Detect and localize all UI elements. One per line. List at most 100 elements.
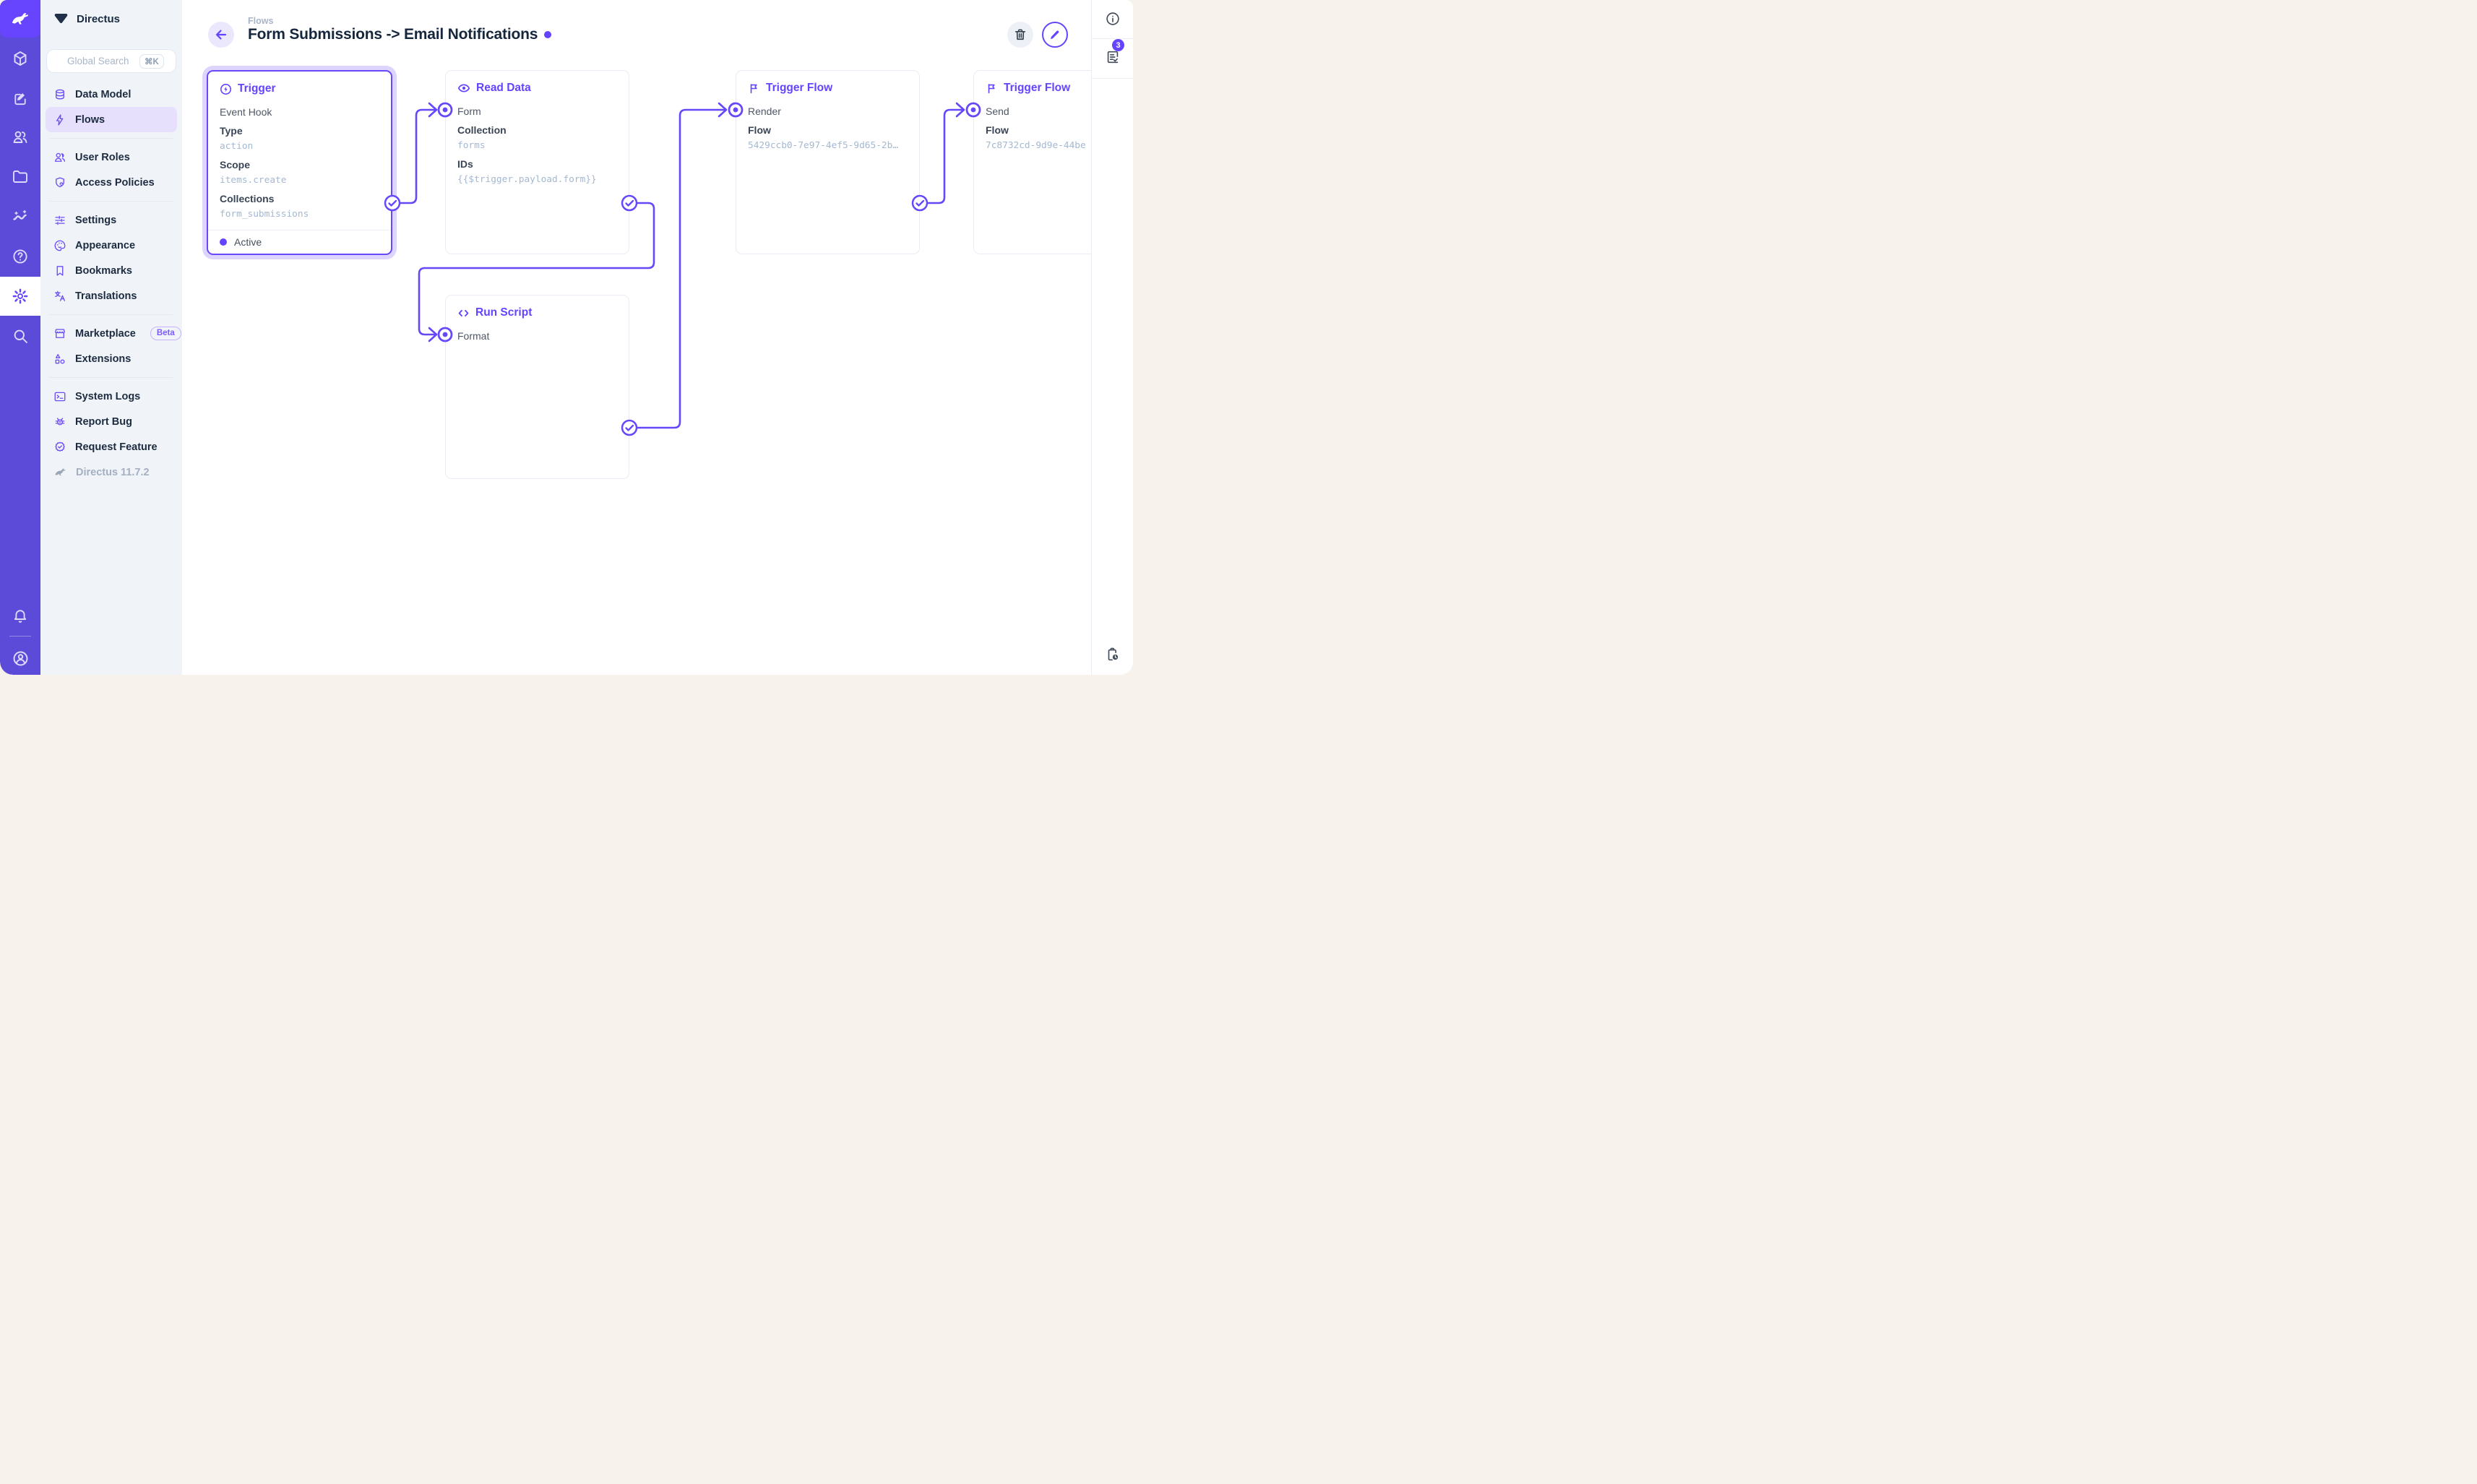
trash-icon	[1015, 29, 1026, 40]
sidebar-item-request-feature[interactable]: Request Feature	[46, 434, 177, 460]
settings-sidebar: Directus ⌘K Data Model Flows	[40, 0, 182, 675]
sidebar-item-report-bug[interactable]: Report Bug	[46, 409, 177, 434]
sidebar-item-extensions[interactable]: Extensions	[46, 346, 177, 371]
account-circle-icon	[13, 651, 27, 665]
flag-icon	[988, 83, 995, 93]
eye-icon	[457, 84, 470, 92]
notifications-button[interactable]	[0, 597, 40, 636]
logs-sidebar-button[interactable]: 3	[1098, 39, 1127, 72]
flag-icon	[750, 83, 757, 93]
logs-count-badge: 3	[1112, 39, 1124, 51]
sidebar-item-user-roles[interactable]: User Roles	[46, 144, 177, 170]
back-button[interactable]	[208, 22, 234, 48]
node-row: items.create	[220, 175, 287, 186]
breadcrumb[interactable]: Flows	[248, 16, 274, 26]
node-row: IDs	[457, 158, 473, 170]
module-editor[interactable]	[0, 79, 40, 118]
module-files[interactable]	[0, 158, 40, 197]
info-sidebar-button[interactable]	[1098, 4, 1127, 33]
module-users[interactable]	[0, 118, 40, 157]
folder-icon	[13, 171, 27, 183]
sidebar-item-translations[interactable]: Translations	[46, 283, 177, 309]
gear-icon	[12, 288, 28, 304]
flow-node-trigger-flow-render[interactable]: Trigger Flow Render Flow 5429ccb0-7e97-4…	[736, 70, 920, 254]
flow-node-trigger[interactable]: Trigger Event Hook Type action Scope ite…	[207, 70, 392, 255]
module-settings[interactable]	[0, 277, 40, 316]
people-icon	[13, 131, 27, 143]
node-title: Trigger Flow	[974, 71, 1091, 95]
node-row: Flow	[986, 124, 1009, 136]
node-row: {{$trigger.payload.form}}	[457, 174, 597, 185]
unsaved-dot	[544, 31, 552, 38]
project-header[interactable]: Directus	[40, 0, 182, 38]
flow-node-trigger-flow-send[interactable]: Trigger Flow Send Flow 7c8732cd-9d9e-44b…	[973, 70, 1091, 254]
flow-node-read-data[interactable]: Read Data Form Collection forms IDs {{$t…	[445, 70, 629, 254]
node-row: Collection	[457, 124, 507, 136]
module-bar	[0, 0, 40, 675]
page-title: Form Submissions -> Email Notifications	[248, 26, 538, 43]
module-search[interactable]	[0, 316, 40, 355]
node-title: Run Script	[446, 295, 629, 320]
sidebar-item-flows[interactable]: Flows	[46, 107, 177, 132]
box-icon	[14, 51, 27, 66]
node-title: Read Data	[446, 71, 629, 95]
clipboard-clock-icon	[1108, 647, 1119, 661]
help-icon	[13, 249, 27, 264]
search-icon	[14, 329, 27, 343]
info-icon	[1106, 12, 1119, 25]
module-docs[interactable]	[0, 237, 40, 276]
pending-revisions-button[interactable]	[1098, 640, 1127, 669]
sidebar-item-appearance[interactable]: Appearance	[46, 233, 177, 258]
sliders-icon	[55, 215, 65, 225]
dock-divider	[1092, 78, 1133, 79]
shield-user-icon	[56, 176, 64, 187]
search-input[interactable]	[67, 56, 134, 66]
directus-rabbit-gray-icon	[55, 468, 66, 476]
arrow-left-icon	[215, 30, 227, 40]
module-content[interactable]	[0, 39, 40, 78]
database-icon	[56, 89, 64, 99]
directus-diamond-icon	[54, 13, 68, 23]
dock-divider	[1092, 38, 1133, 39]
flow-canvas[interactable]: Flows Form Submissions -> Email Notifica…	[182, 0, 1091, 675]
node-title: Trigger	[208, 72, 391, 96]
node-row: 5429ccb0-7e97-4ef5-9d65-2b…	[748, 140, 899, 151]
module-insights[interactable]	[0, 197, 40, 236]
account-button[interactable]	[0, 639, 40, 675]
bell-icon	[14, 610, 27, 623]
node-row: 7c8732cd-9d9e-44be	[986, 140, 1086, 151]
node-row: Scope	[220, 159, 251, 171]
sidebar-item-settings[interactable]: Settings	[46, 207, 177, 233]
global-search[interactable]: ⌘K	[46, 49, 176, 73]
edit-icon	[14, 92, 26, 105]
storefront-icon	[55, 328, 65, 338]
module-bar-divider	[9, 636, 31, 637]
palette-icon	[54, 240, 66, 251]
sidebar-item-access-policies[interactable]: Access Policies	[46, 170, 177, 195]
directus-rabbit-icon	[12, 13, 29, 25]
node-row: Collections	[220, 193, 275, 204]
project-name: Directus	[77, 12, 121, 25]
sidebar-item-marketplace[interactable]: Marketplace Beta	[46, 321, 181, 346]
edit-flow-button[interactable]	[1042, 22, 1068, 48]
sidebar-divider	[50, 377, 173, 378]
bolt-circle-icon	[220, 83, 232, 95]
delete-flow-button[interactable]	[1007, 22, 1033, 48]
directus-logo-tile[interactable]	[0, 0, 40, 38]
node-input-label: Form	[457, 105, 481, 117]
sidebar-item-system-logs[interactable]: System Logs	[46, 384, 177, 409]
node-row: Type	[220, 125, 243, 137]
users-icon	[54, 152, 66, 162]
sidebar-item-bookmarks[interactable]: Bookmarks	[46, 258, 177, 283]
flow-node-run-script[interactable]: Run Script Format	[445, 295, 629, 479]
edge-triggerflow1-to-triggerflow2	[918, 108, 964, 204]
insights-icon	[13, 210, 27, 220]
node-status: Active	[208, 230, 391, 254]
node-input-label: Render	[748, 105, 781, 117]
node-title: Trigger Flow	[736, 71, 919, 95]
sidebar-item-data-model[interactable]: Data Model	[46, 82, 177, 107]
directus-app-window: Flows Form Submissions -> Email Notifica…	[0, 0, 1133, 675]
node-row: Flow	[748, 124, 771, 136]
node-row: forms	[457, 140, 486, 151]
sidebar-divider	[50, 314, 173, 315]
